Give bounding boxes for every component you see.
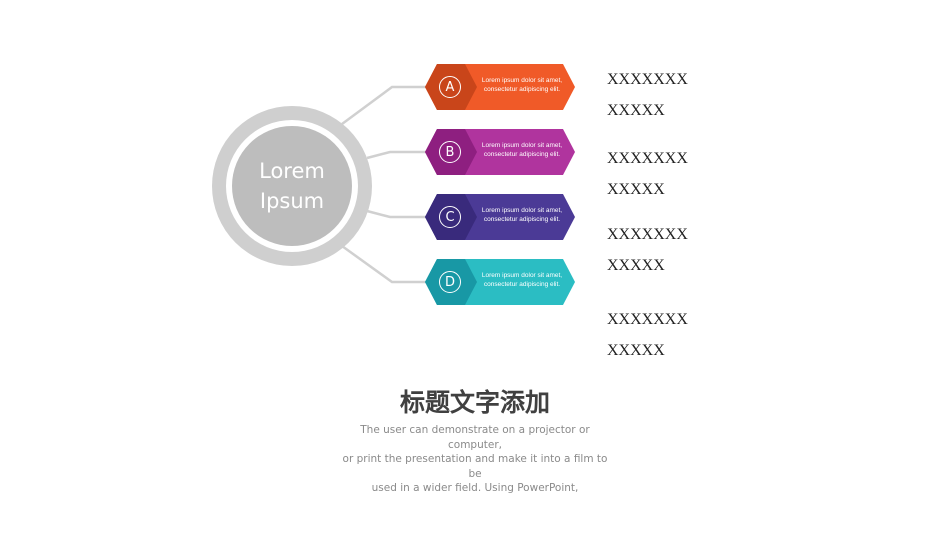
banner-d-text-line1: Lorem ipsum dolor sit amet, [481,272,563,279]
hub-label-line1: Lorem [259,159,325,183]
note-a-line1: XXXXXXX [607,71,688,88]
slide-body: The user can demonstrate on a projector … [335,423,615,496]
slide-body-line1: The user can demonstrate on a projector … [360,424,590,451]
slide-body-line2: or print the presentation and make it in… [342,453,608,480]
note-b: XXXXXXX XXXXX [607,143,717,205]
note-b-line2: XXXXX [607,181,665,198]
note-b-line1: XXXXXXX [607,150,688,167]
banner-a-letter: A [439,76,461,98]
banner-a-text: Lorem ipsum dolor sit amet, consectetur … [475,76,569,94]
banner-b-shape [425,129,575,175]
banner-b-text: Lorem ipsum dolor sit amet, consectetur … [475,141,569,159]
banner-c-text-line1: Lorem ipsum dolor sit amet, [481,207,563,214]
note-d-line2: XXXXX [607,342,665,359]
hub-circle: Lorem Ipsum [232,126,352,246]
banner-b-text-line2: consectetur adipiscing elit. [483,151,561,158]
note-a: XXXXXXX XXXXX [607,64,717,126]
banner-c-letter: C [439,206,461,228]
banner-b-text-line1: Lorem ipsum dolor sit amet, [481,142,563,149]
banner-c-text-line2: consectetur adipiscing elit. [483,216,561,223]
note-d-line1: XXXXXXX [607,311,688,328]
banner-d-letter: D [439,271,461,293]
banner-c: C Lorem ipsum dolor sit amet, consectetu… [425,194,575,240]
banner-a-text-line2: consectetur adipiscing elit. [483,86,561,93]
banner-d: D Lorem ipsum dolor sit amet, consectetu… [425,259,575,305]
note-d: XXXXXXX XXXXX [607,304,717,366]
connector-d [341,244,428,284]
connector-a [341,85,428,126]
banner-b-letter: B [439,141,461,163]
banner-d-text-line2: consectetur adipiscing elit. [483,281,561,288]
note-a-line2: XXXXX [607,102,665,119]
banner-d-text: Lorem ipsum dolor sit amet, consectetur … [475,271,569,289]
hub-label-line2: Ipsum [259,189,325,213]
note-c-line2: XXXXX [607,257,665,274]
note-c-line1: XXXXXXX [607,226,688,243]
slide-body-line3: used in a wider field. Using PowerPoint, [371,482,579,494]
connector-b [366,150,428,160]
slide-title: 标题文字添加 [399,388,550,417]
banner-a-text-line1: Lorem ipsum dolor sit amet, [481,77,563,84]
connector-c [366,209,428,219]
banner-c-text: Lorem ipsum dolor sit amet, consectetur … [475,206,569,224]
banner-b: B Lorem ipsum dolor sit amet, consectetu… [425,129,575,175]
banner-a: A Lorem ipsum dolor sit amet, consectetu… [425,64,575,110]
banner-c-shape [425,194,575,240]
note-c: XXXXXXX XXXXX [607,219,717,281]
